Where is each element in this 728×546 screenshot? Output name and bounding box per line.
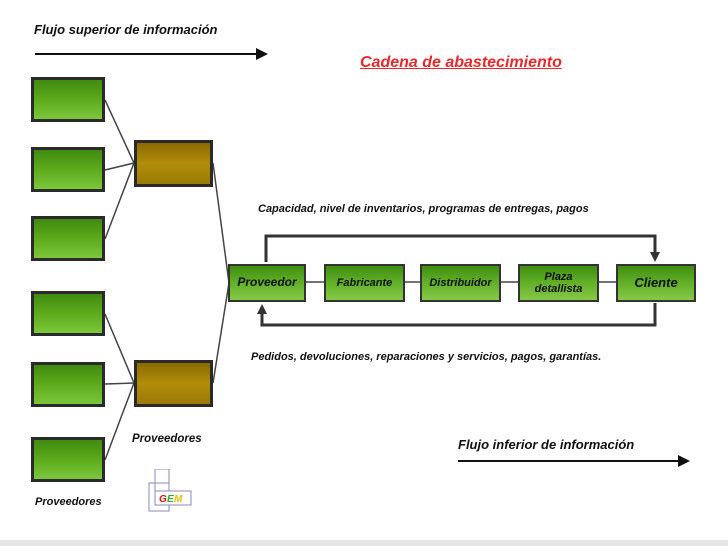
supplier-box [31, 291, 105, 336]
suppliers-tier1-label: Proveedores [132, 433, 202, 445]
tier1-supplier-box [134, 360, 213, 407]
chain-node-fabricante: Fabricante [324, 264, 405, 302]
chain-node-plaza-detallista: Plaza detallista [518, 264, 599, 302]
tier1-supplier-box [134, 140, 213, 187]
top-loop-arrowhead [650, 252, 660, 262]
flow-top-arrowhead [256, 48, 268, 60]
lower-supplier-links [104, 313, 135, 461]
downstream-caption: Pedidos, devoluciones, reparaciones y se… [251, 351, 602, 363]
upstream-caption: Capacidad, nivel de inventarios, program… [258, 203, 589, 215]
bottom-loop [260, 303, 657, 327]
top-loop [264, 234, 657, 262]
bottom-loop-arrowhead [257, 304, 267, 314]
flow-top-label: Flujo superior de información [34, 22, 218, 37]
upper-supplier-links [104, 99, 135, 240]
diagram-title: Cadena de abastecimiento [360, 54, 562, 71]
tier-links [212, 162, 230, 384]
svg-text:E: E [167, 494, 174, 505]
chain-node-proveedor: Proveedor [228, 264, 306, 302]
suppliers-tier2-label: Proveedores [35, 496, 102, 508]
svg-text:G: G [159, 494, 167, 505]
flow-bottom-arrowhead [678, 455, 690, 467]
svg-text:M: M [174, 494, 183, 505]
gem-logo: G E M [148, 469, 192, 512]
supplier-box [31, 437, 105, 482]
chain-node-distribuidor: Distribuidor [420, 264, 501, 302]
supplier-box [31, 362, 105, 407]
supplier-box [31, 77, 105, 122]
supplier-box [31, 216, 105, 261]
supplier-box [31, 147, 105, 192]
flow-bottom-label: Flujo inferior de información [458, 437, 635, 452]
chain-node-cliente: Cliente [616, 264, 696, 302]
